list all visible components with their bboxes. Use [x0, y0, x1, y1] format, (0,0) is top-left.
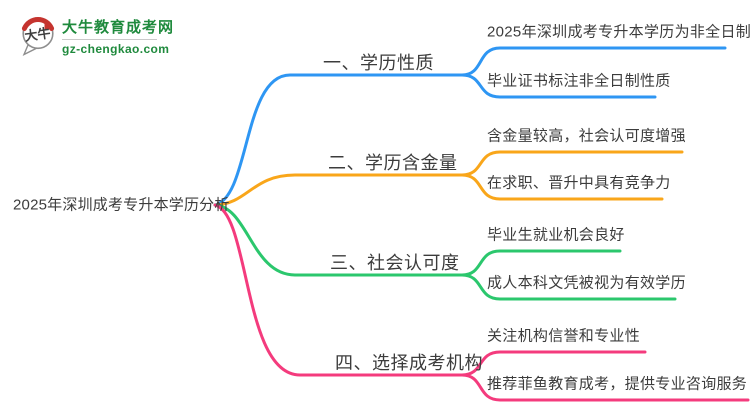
branch-curve-1 [213, 73, 464, 207]
branch-curve-4 [213, 203, 464, 377]
site-logo: 大牛 大牛教育成考网 gz-chengkao.com [20, 16, 174, 56]
leaf-node-1-1: 2025年深圳成考专升本学历为非全日制 [487, 23, 750, 41]
leaf-node-3-2: 成人本科文凭被视为有效学历 [487, 274, 686, 292]
logo-text-block: 大牛教育成考网 gz-chengkao.com [62, 16, 174, 56]
leaf-connector-3-1 [460, 249, 622, 277]
leaf-connector-4-2 [460, 373, 750, 402]
leaf-node-4-1: 关注机构信誉和专业性 [487, 327, 641, 345]
branch-node-4: 四、选择成考机构 [335, 353, 483, 373]
leaf-connector-2-2 [460, 173, 664, 201]
branch-curve-2 [213, 173, 464, 207]
branch-node-3: 三、社会认可度 [330, 253, 460, 273]
leaf-connector-4-1 [460, 350, 647, 377]
logo-icon-text: 大牛 [24, 25, 52, 43]
leaf-node-1-2: 毕业证书标注非全日制性质 [487, 72, 671, 90]
leaf-node-4-2: 推荐菲鱼教育成考，提供专业咨询服务 [487, 375, 748, 393]
daniu-logo-icon: 大牛 [21, 17, 55, 56]
logo-divider [62, 39, 157, 40]
branch-curve-3 [213, 203, 464, 277]
leaf-connector-1-2 [460, 73, 657, 99]
leaf-node-3-1: 毕业生就业机会良好 [487, 226, 625, 244]
leaf-connector-3-2 [460, 273, 677, 301]
leaf-node-2-1: 含金量较高，社会认可度增强 [487, 127, 686, 145]
branch-node-1: 一、学历性质 [323, 53, 434, 73]
leaf-connector-2-1 [460, 150, 684, 177]
branch-node-2: 二、学历含金量 [328, 153, 458, 173]
leaf-connector-1-1 [460, 46, 727, 77]
logo-title: 大牛教育成考网 [62, 19, 175, 36]
logo-domain: gz-chengkao.com [62, 42, 170, 56]
root-node: 2025年深圳成考专升本学历分析 [13, 196, 230, 214]
leaf-node-2-2: 在求职、晋升中具有竞争力 [487, 174, 671, 192]
